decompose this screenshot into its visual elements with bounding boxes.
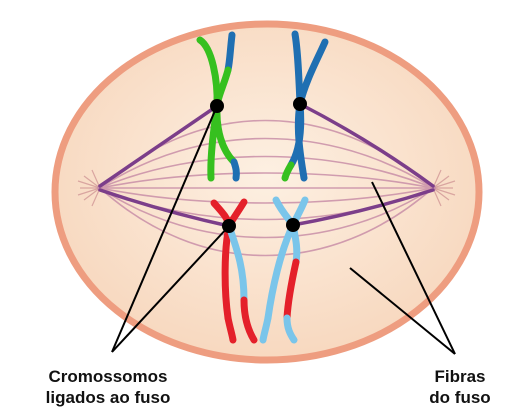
label-chromosomes: Cromossomos ligados ao fuso xyxy=(8,366,208,408)
label-chromosomes-line2: ligados ao fuso xyxy=(8,387,208,408)
label-fibers-line2: do fuso xyxy=(410,387,510,408)
label-chromosomes-line1: Cromossomos xyxy=(8,366,208,387)
label-spindle-fibers: Fibras do fuso xyxy=(410,366,510,408)
centromere-top-right xyxy=(293,97,307,111)
centromere-bottom-right xyxy=(286,218,300,232)
label-fibers-line1: Fibras xyxy=(410,366,510,387)
